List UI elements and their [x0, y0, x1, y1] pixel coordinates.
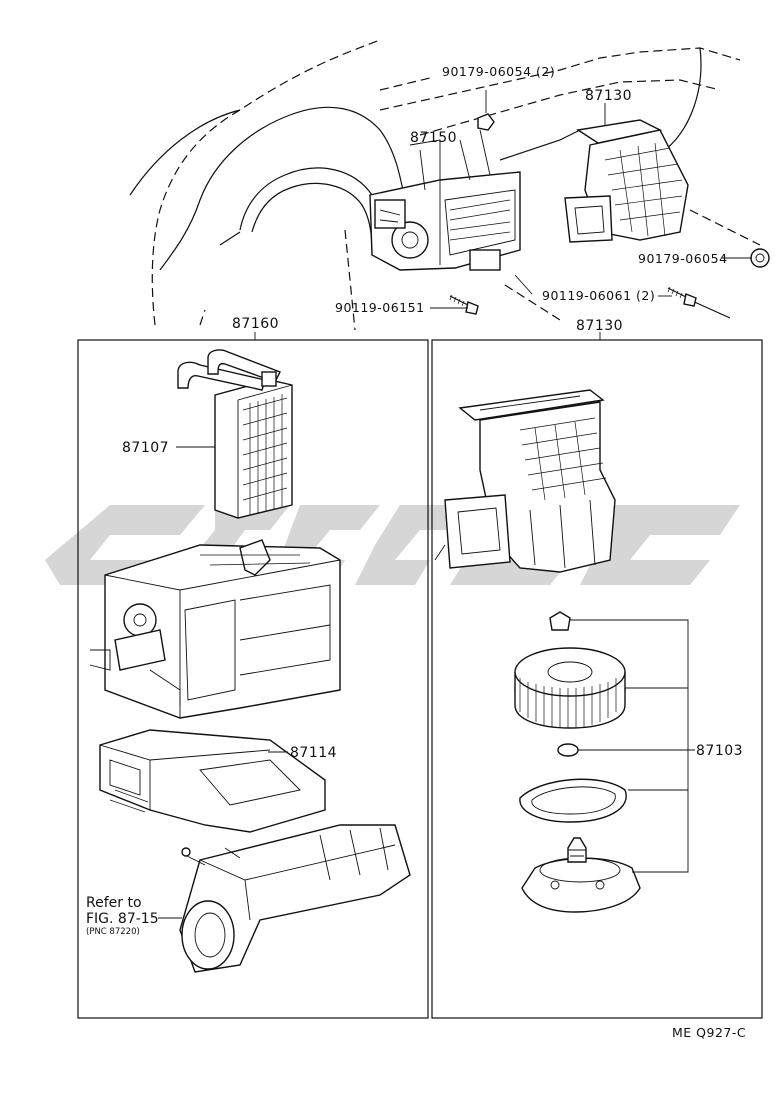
label-bolt-right: 90179-06054: [638, 251, 728, 266]
label-right-group: 87130: [576, 318, 623, 334]
label-case-top: 87150: [410, 130, 457, 146]
blower-housing: [434, 389, 616, 573]
blower-nut: [549, 611, 571, 631]
label-refer-line2: FIG. 87-15: [86, 911, 159, 927]
label-duct: 87114: [290, 745, 337, 761]
label-diagram-code: ME Q927-C: [672, 1025, 746, 1040]
bolt-left-icon: [449, 294, 479, 315]
label-blower-top: 87130: [585, 88, 632, 104]
label-left-group: 87160: [232, 316, 279, 332]
nut-right-icon: [750, 248, 770, 268]
left-panel-frame: [77, 339, 429, 1019]
duct: [99, 729, 326, 833]
blower-unit-top-assembly: [564, 119, 689, 243]
dashboard-outline: [129, 39, 761, 331]
heater-case: [89, 539, 341, 719]
label-heater-core: 87107: [122, 440, 169, 456]
blower-gasket: [519, 778, 627, 823]
label-bolt-top: 90179-06054 (2): [442, 64, 555, 79]
blower-fan: [514, 647, 626, 729]
right-panel-frame: [431, 339, 763, 1019]
label-blower-motor: 87103: [696, 743, 743, 759]
blower-motor: [521, 837, 641, 913]
blower-washer: [557, 743, 579, 757]
leader-lines-top: [409, 103, 752, 309]
label-bolt-mid: 90119-06061 (2): [542, 288, 655, 303]
lower-unit: [179, 824, 411, 973]
heater-core: [177, 349, 293, 519]
nut-icon: [477, 113, 495, 131]
label-refer-line3: (PNC 87220): [86, 927, 140, 937]
leader-blower-group: [570, 619, 695, 873]
bolt-mid-icon: [667, 286, 697, 307]
label-bolt-left: 90119-06151: [335, 300, 425, 315]
label-refer-line1: Refer to: [86, 895, 142, 911]
heater-case-top-assembly: [369, 129, 521, 271]
